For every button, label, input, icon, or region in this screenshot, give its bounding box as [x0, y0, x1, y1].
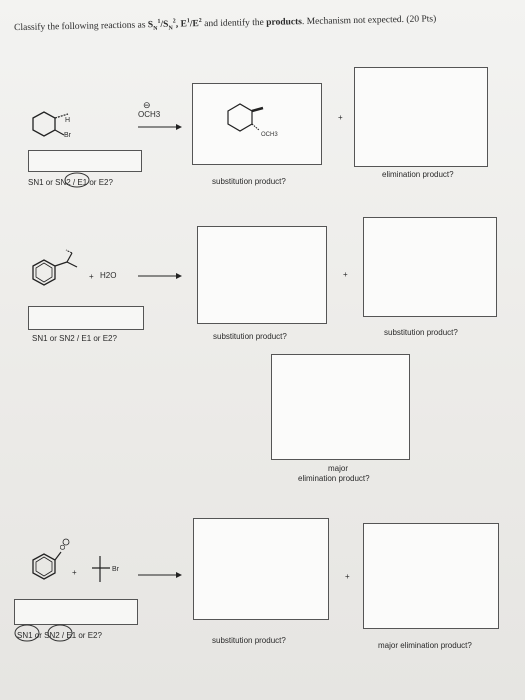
svg-text:O: O — [60, 544, 67, 550]
reaction1-reagent-och3: OCH3 — [138, 110, 161, 119]
reaction1-substitution-product-box[interactable]: OCH3 — [192, 83, 322, 165]
reaction3-circle-marks — [14, 624, 73, 642]
reaction1-arrow — [138, 124, 182, 130]
reaction2-right-label: substitution product? — [384, 328, 458, 337]
reaction2-substrate-structure — [32, 249, 78, 286]
reaction3-elimination-product-box[interactable] — [363, 523, 499, 629]
reaction2-left-product-box[interactable] — [197, 226, 327, 324]
reaction3-br-label: Br — [112, 566, 119, 573]
reaction3-elimination-label: major elimination product? — [378, 641, 472, 650]
reaction2-reagent-h2o: H2O — [100, 271, 117, 280]
reaction1-br-label: Br — [64, 132, 71, 139]
header-text-mid: and identify the — [201, 17, 267, 30]
header-bold-products: products — [266, 17, 303, 28]
reaction1-circle-mark — [64, 172, 90, 188]
reaction3-classification-answer-box[interactable] — [14, 599, 138, 625]
header-text-post: . Mechanism not expected. (20 Pts) — [301, 14, 437, 28]
reaction1-substitution-label: substitution product? — [212, 177, 286, 186]
reaction2-classification-answer-box[interactable] — [28, 306, 144, 330]
reaction1-classification-text: SN1 or SN2 / E1 or E2? — [28, 178, 113, 187]
reaction1-elimination-label: elimination product? — [382, 170, 454, 179]
reaction3-phenoxide-structure: O — [32, 538, 70, 580]
reaction3-plus-reagent: + — [72, 568, 77, 577]
reaction1-charge-symbol: ⊖ — [143, 100, 151, 110]
reaction3-substitution-product-box[interactable] — [193, 518, 329, 620]
reaction3-arrow — [138, 572, 182, 578]
reaction1-plus: + — [338, 113, 343, 122]
header-text-pre: Classify the following reactions as — [14, 20, 148, 34]
reaction3-tbutyl-bromide-structure — [92, 556, 110, 582]
reaction1-drawn-product: OCH3 — [227, 103, 278, 138]
reaction1-classification-answer-box[interactable] — [28, 150, 142, 172]
reaction2-left-label: substitution product? — [213, 332, 287, 341]
reaction2-major-elimination-box[interactable] — [271, 354, 410, 460]
reaction2-plus: + — [343, 270, 348, 279]
reaction1-drawn-och3-label: OCH3 — [261, 132, 278, 138]
reaction3-substitution-label: substitution product? — [212, 636, 286, 645]
reaction2-right-product-box[interactable] — [363, 217, 497, 317]
reaction2-major-label: major — [328, 464, 349, 473]
reaction2-elimination-label: elimination product? — [298, 474, 370, 483]
reaction1-h-label: H — [65, 117, 71, 124]
reaction1-substrate-structure — [32, 111, 69, 137]
reaction2-arrow — [138, 273, 182, 279]
instructions-header: Classify the following reactions as SN1/… — [14, 14, 437, 34]
reaction3-plus: + — [345, 572, 350, 581]
reaction3-classification-label: SN1 or SN2 / E1 or E2? — [17, 631, 102, 640]
reaction1-elimination-product-box[interactable] — [354, 67, 488, 167]
reaction2-classification-label: SN1 or SN2 / E1 or E2? — [32, 334, 117, 343]
reaction2-plus-reagent: + — [89, 272, 94, 281]
reaction1-classification-label: SN1 or SN2 / E1 or E2? — [28, 178, 113, 187]
